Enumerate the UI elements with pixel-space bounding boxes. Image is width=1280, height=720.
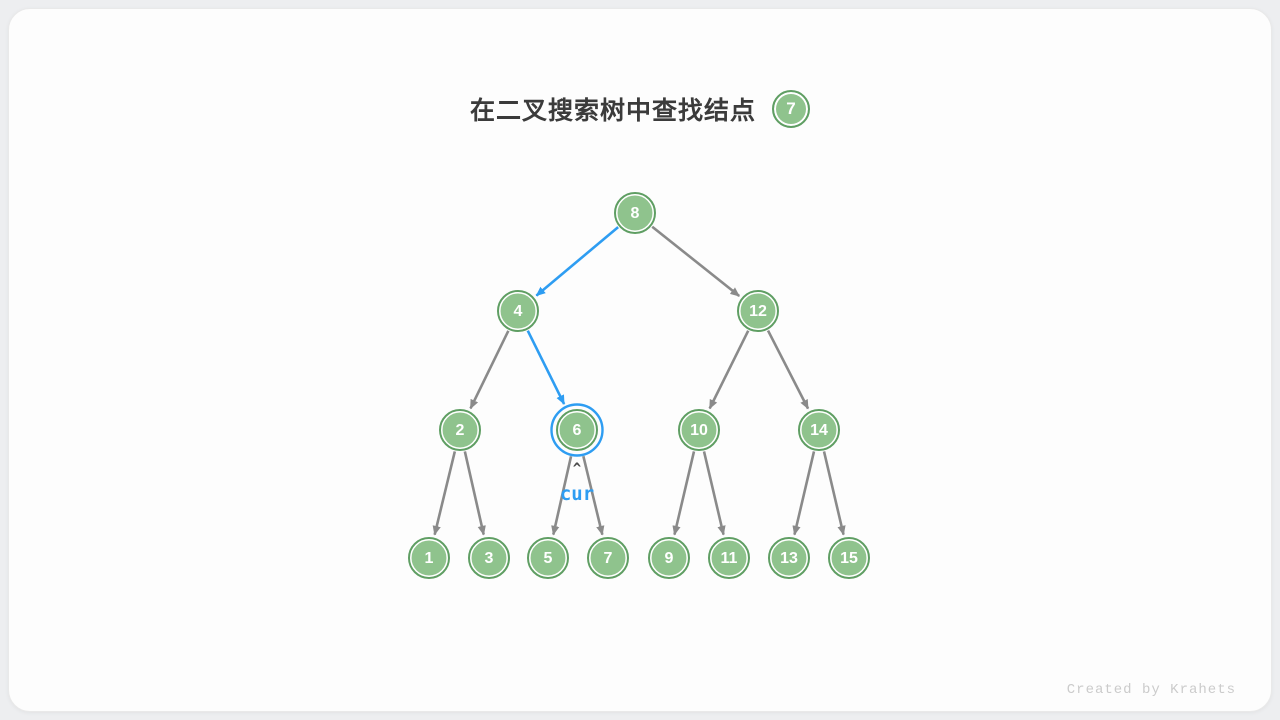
tree-node-14: 14: [798, 409, 840, 451]
tree-edge-14-13: [792, 451, 816, 536]
tree-node-label: 7: [604, 550, 613, 567]
tree-edge-6-5: [551, 456, 573, 536]
tree-node-label: 10: [690, 422, 708, 439]
tree-node-1: 1: [408, 537, 450, 579]
tree-node-label: 9: [665, 550, 674, 567]
credit-text: Created by Krahets: [1066, 682, 1236, 698]
target-value: 7: [786, 99, 796, 118]
tree-node-label: 4: [514, 303, 523, 320]
tree-node-7: 7: [587, 537, 629, 579]
tree-edge-6-7: [582, 455, 605, 536]
tree-node-13: 13: [768, 537, 810, 579]
cur-pointer-label: cur: [560, 483, 594, 505]
tree-edge-12-14: [766, 329, 810, 410]
tree-node-label: 11: [721, 550, 738, 567]
target-value-badge: 7: [772, 90, 810, 128]
tree-node-4: 4: [497, 290, 539, 332]
tree-node-11: 11: [708, 537, 750, 579]
tree-edge-2-3: [463, 451, 486, 536]
tree-edge-8-12: [651, 225, 741, 298]
tree-node-3: 3: [468, 537, 510, 579]
tree-edge-10-9: [672, 451, 696, 536]
tree-node-5: 5: [527, 537, 569, 579]
tree-node-label: 8: [631, 205, 640, 222]
tree-edge-14-15: [822, 451, 846, 536]
tree-node-label: 13: [780, 550, 798, 567]
tree-node-label: 2: [456, 422, 465, 439]
page-title: 在二叉搜索树中查找结点: [469, 97, 756, 125]
tree-node-15: 15: [828, 537, 870, 579]
tree-node-2: 2: [439, 409, 481, 451]
tree-edge-2-1: [432, 451, 457, 536]
tree-node-9: 9: [648, 537, 690, 579]
tree-node-label: 12: [749, 303, 767, 320]
cur-pointer-caret: ^: [573, 461, 582, 477]
tree-node-label: 14: [810, 422, 828, 439]
tree-node-8: 8: [614, 192, 656, 234]
tree-edge-4-6: [526, 330, 566, 405]
tree-node-label: 6: [573, 422, 582, 439]
tree-node-12: 12: [737, 290, 779, 332]
tree-node-label: 3: [485, 550, 494, 567]
tree-edge-10-11: [702, 451, 726, 536]
tree-node-6: 6: [550, 403, 604, 457]
tree-edge-4-2: [469, 330, 510, 410]
background-card: [8, 8, 1272, 712]
tree-edge-8-4: [535, 226, 619, 297]
title-row: 在二叉搜索树中查找结点 7: [0, 90, 1280, 128]
cur-highlight-ring: [550, 403, 604, 457]
tree-node-label: 15: [840, 550, 858, 567]
tree-node-label: 1: [425, 550, 434, 567]
tree-node-label: 5: [544, 550, 553, 567]
tree-node-10: 10: [678, 409, 720, 451]
tree-edge-12-10: [708, 330, 750, 410]
